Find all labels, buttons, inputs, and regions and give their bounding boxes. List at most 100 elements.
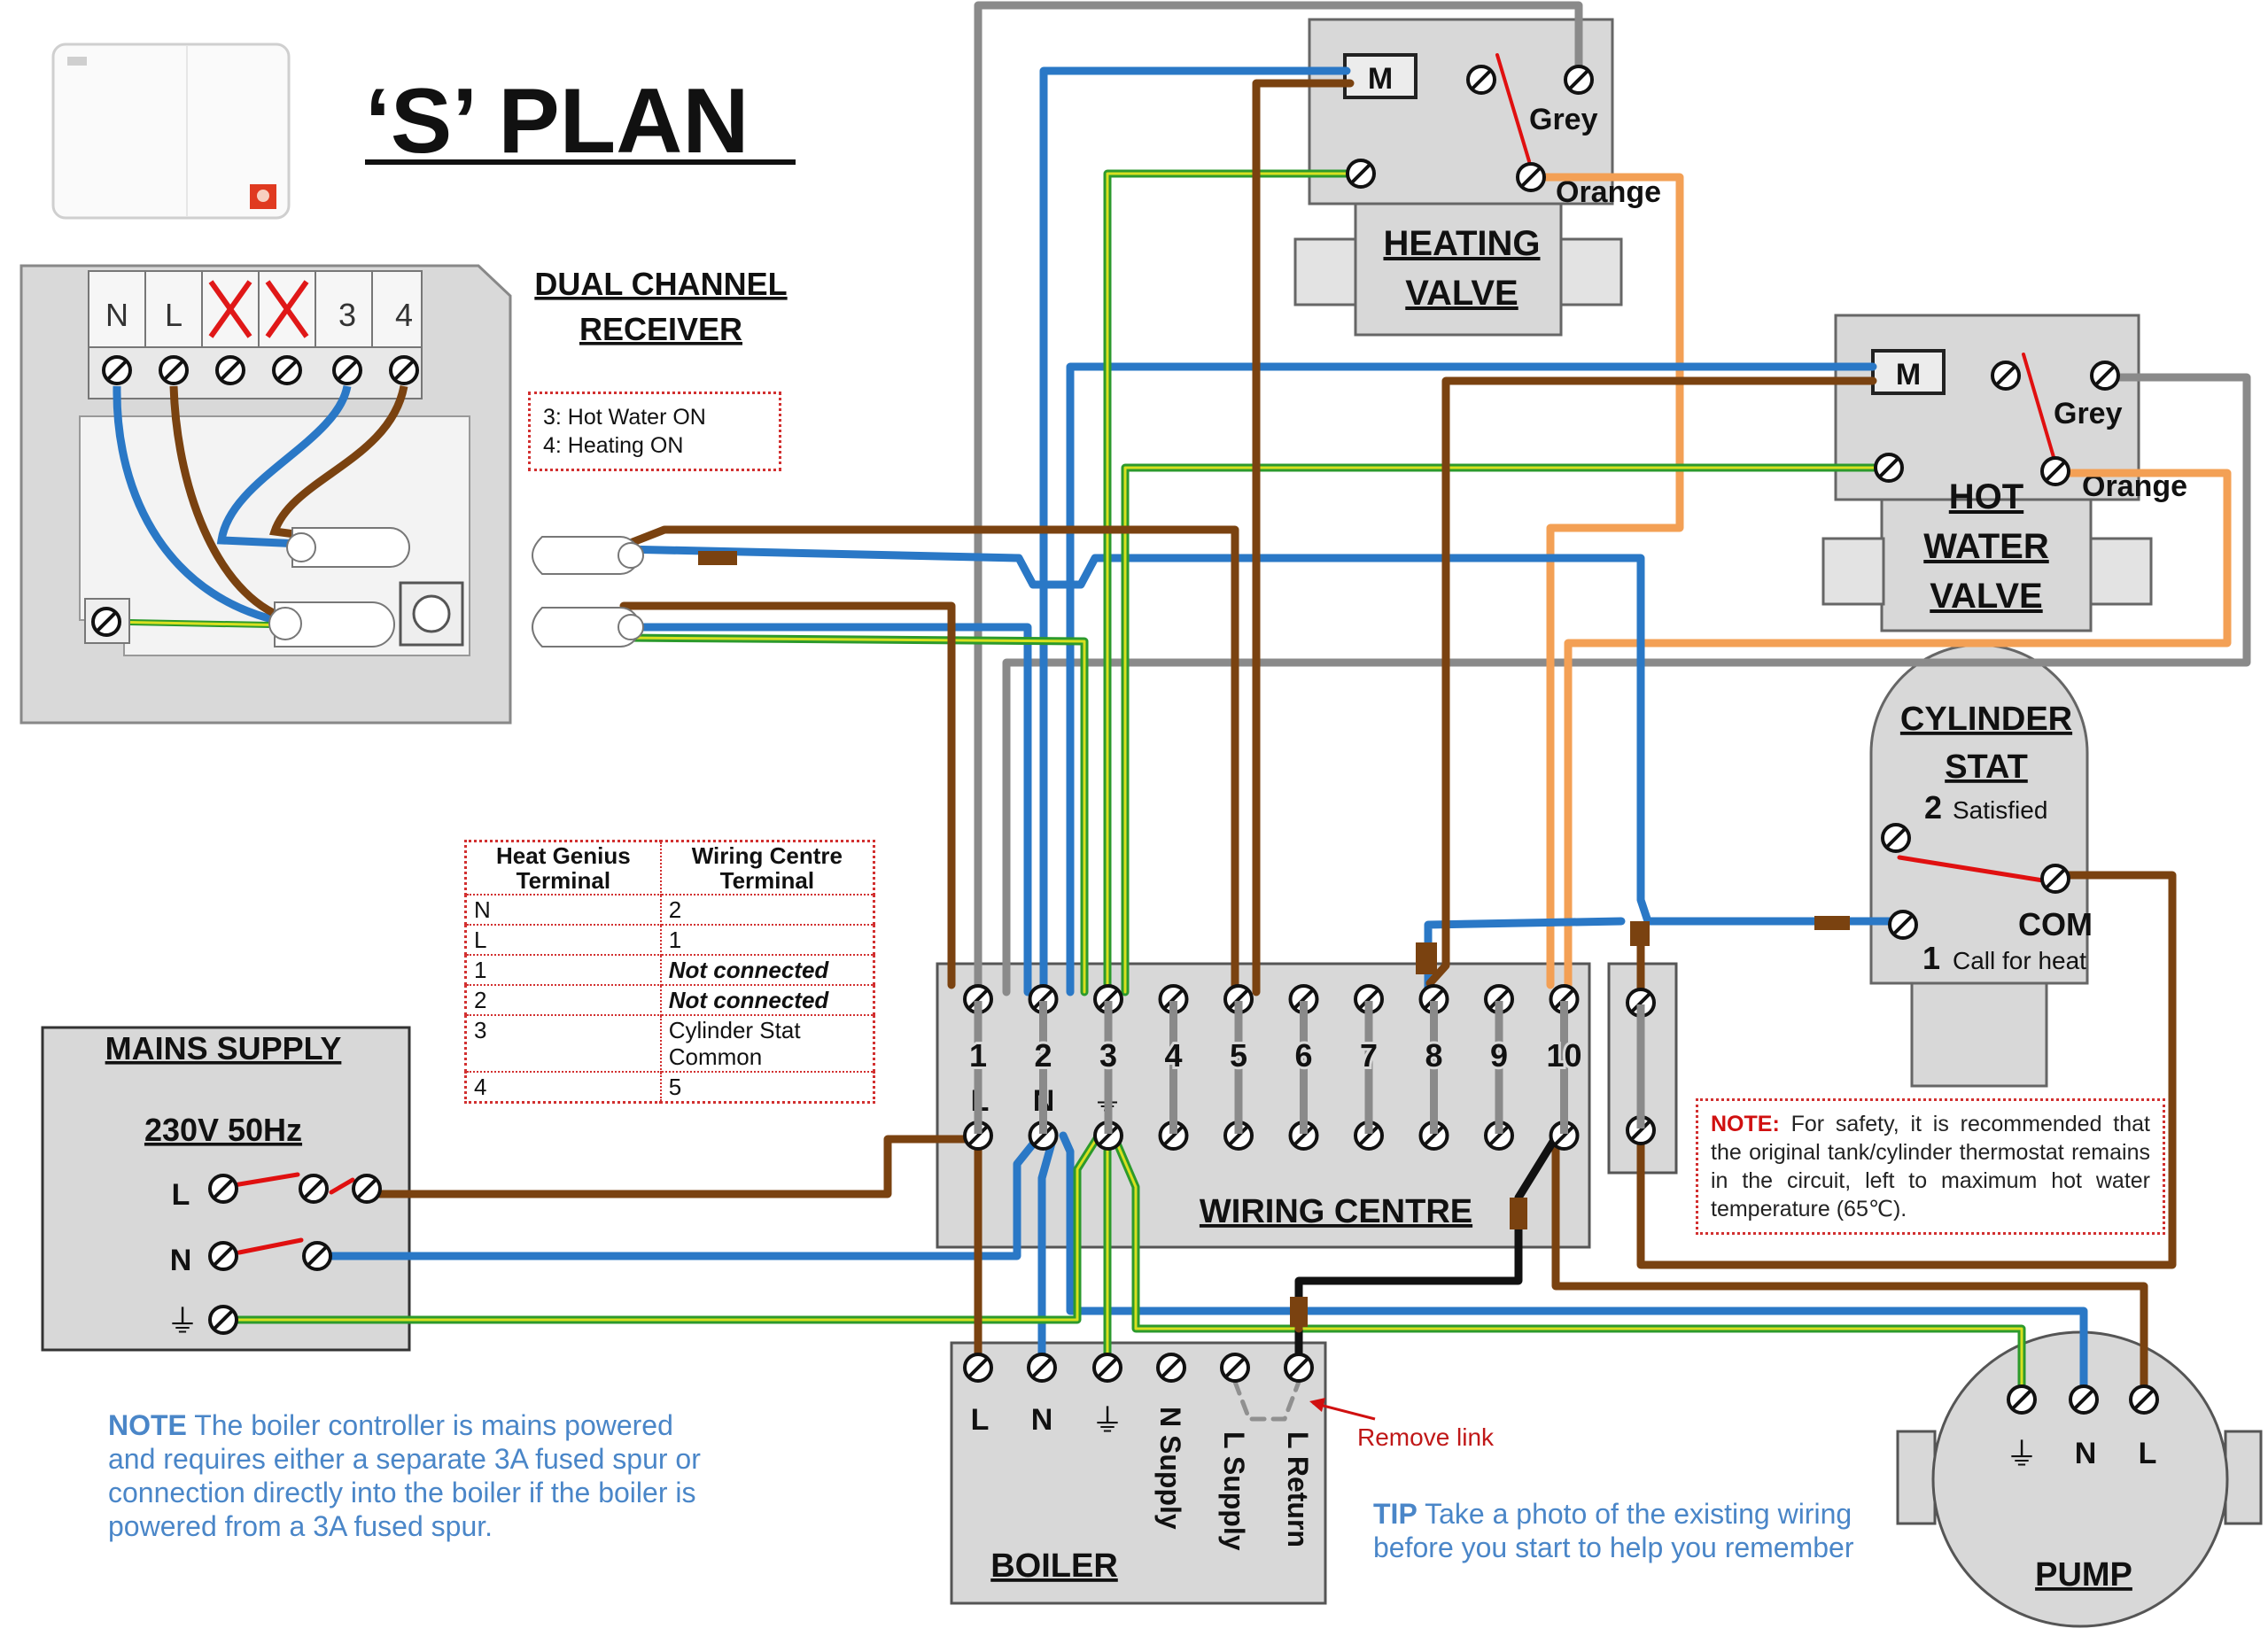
safety-note-heading: NOTE: — [1711, 1112, 1780, 1136]
table-cell: 1 — [659, 924, 875, 956]
wiring-centre-number-10: 10 — [1546, 1037, 1581, 1074]
wire-earth-hot-water — [1121, 463, 1891, 996]
table-cell: Cylinder Stat Common — [659, 1014, 875, 1073]
wiring-centre-links — [974, 1001, 1645, 1134]
wire-grey-hot-water — [1002, 373, 2251, 996]
wire-orange-heating — [1526, 173, 1684, 989]
receiver-terminal-n: N — [105, 297, 128, 333]
boiler-title: BOILER — [990, 1547, 1118, 1585]
table-cell: 4 — [464, 1071, 662, 1104]
wiring-centre-number-8: 8 — [1425, 1037, 1442, 1074]
pump-n-label: N — [2075, 1437, 2097, 1470]
wire-blue-pump-n — [1059, 1131, 2088, 1404]
receiver-note-line1: 3: Hot Water ON — [543, 405, 706, 430]
mains-l-red-link-2 — [329, 1177, 355, 1195]
wire-blue-receiver-2 — [619, 623, 1032, 996]
boiler-note-text: The boiler controller is mains powered a… — [108, 1409, 701, 1542]
boiler-l-return-label: L Return — [1282, 1431, 1314, 1547]
wire-grey-heating — [974, 1, 1583, 996]
table-cell: 2 — [659, 894, 875, 926]
boiler-n-label: N — [1031, 1403, 1053, 1437]
remove-link-arrowhead — [1309, 1398, 1325, 1412]
table-header-row: Heat Genius Terminal Wiring Centre Termi… — [464, 840, 875, 896]
controller-device — [51, 43, 291, 220]
hot-water-valve-title-line3: VALVE — [1930, 577, 2042, 616]
wire-brown-cyl-com — [1636, 871, 2177, 1269]
mains-n-red-link — [237, 1237, 304, 1255]
boiler-removable-link — [1232, 1379, 1301, 1422]
wiring-centre-number-5: 5 — [1230, 1037, 1247, 1074]
wiring-centre-number-6: 6 — [1294, 1037, 1312, 1074]
boiler-earth-label: ⏚ — [1091, 1402, 1123, 1438]
receiver-terminal-3: 3 — [338, 297, 356, 333]
heating-valve-title-line2: VALVE — [1405, 274, 1518, 313]
wires — [219, 1, 2251, 1422]
mains-l-label: L — [172, 1178, 190, 1212]
wire-brown-pump-l — [1551, 1133, 2148, 1404]
mains-voltage: 230V 50Hz — [144, 1112, 302, 1148]
table-header-heat-genius: Heat Genius Terminal — [464, 840, 662, 896]
wire-orange-hot-water — [1564, 469, 2232, 989]
mains-earth-label: ⏚ — [167, 1303, 198, 1339]
wire-blue-mains-n — [315, 1133, 1043, 1260]
tip-heading: TIP — [1373, 1498, 1418, 1530]
cylinder-stat — [1869, 643, 2089, 1088]
mains-l-red-link — [231, 1172, 300, 1188]
table-cell: Not connected — [659, 984, 875, 1016]
cylinder-stat-com-label: COM — [2018, 906, 2093, 942]
receiver-note-line2: 4: Heating ON — [543, 433, 684, 458]
receiver-title-line1: DUAL CHANNEL — [534, 266, 787, 302]
page-title: ‘S’ PLAN — [365, 70, 749, 173]
wiring-centre-title: WIRING CENTRE — [1200, 1193, 1472, 1230]
hot-water-valve-red-link — [2022, 353, 2055, 459]
wire-brown-hot-water — [1425, 376, 1877, 988]
receiver-terminal-1-cross-icon — [208, 280, 252, 338]
table-cell: N — [464, 894, 662, 926]
boiler-remove-link-label: Remove link — [1357, 1423, 1495, 1451]
cylinder-stat-red-link — [1897, 855, 2046, 883]
pump-title: PUMP — [2035, 1556, 2132, 1594]
mains-title: MAINS SUPPLY — [105, 1030, 342, 1066]
heating-valve-title-line1: HEATING — [1383, 224, 1540, 263]
wire-brown-receiver-l — [619, 525, 1239, 996]
table-cell: 3 — [464, 1014, 662, 1073]
wiring-centre-number-4: 4 — [1164, 1037, 1182, 1074]
hot-water-valve-motor-label: M — [1896, 358, 1921, 392]
wire-blue-hot-water — [1066, 362, 1877, 996]
terminal-mapping-table: Heat Genius Terminal Wiring Centre Termi… — [464, 840, 875, 1104]
cylinder-stat-terminal-2-number: 2 — [1924, 789, 1942, 826]
safety-note-text: For safety, it is recommended that the o… — [1711, 1112, 2150, 1221]
cylinder-stat-title-line2: STAT — [1945, 748, 2028, 786]
wire-brown-receiver-4 — [619, 601, 956, 989]
table-cell: 1 — [464, 954, 662, 986]
receiver-terminal-2-cross-icon — [265, 280, 309, 338]
wire-blue-heating — [1039, 66, 1351, 996]
tip-text: Take a photo of the existing wiring befo… — [1373, 1498, 1854, 1563]
wire-brown-mains-l — [362, 1135, 977, 1198]
hot-water-valve-title-line2: WATER — [1923, 527, 2049, 566]
dual-channel-receiver: N L 3 4 — [19, 264, 512, 725]
receiver-terminal-4: 4 — [395, 297, 413, 333]
wiring-centre-number-3: 3 — [1099, 1037, 1117, 1074]
boiler-controller-note: NOTE The boiler controller is mains powe… — [108, 1408, 711, 1543]
heating-valve-red-link — [1495, 53, 1531, 163]
pump-earth-label: ⏚ — [2006, 1436, 2038, 1472]
receiver-title-line2: RECEIVER — [579, 311, 742, 347]
cylinder-stat-terminal-2-label: Satisfied — [1953, 796, 2047, 824]
mains-n-label: N — [170, 1244, 192, 1277]
heating-valve-motor-label: M — [1368, 62, 1393, 96]
pump-l-label: L — [2139, 1437, 2157, 1470]
wiring-centre-number-1: 1 — [969, 1037, 987, 1074]
hot-water-valve-title-line1: HOT — [1949, 477, 2023, 516]
hot-water-valve-grey-label: Grey — [2054, 397, 2123, 430]
boiler-n-supply-label: N Supply — [1154, 1407, 1186, 1530]
wiring-centre-number-9: 9 — [1490, 1037, 1508, 1074]
safety-note: NOTE: For safety, it is recommended that… — [1696, 1098, 2165, 1235]
table-cell: Not connected — [659, 954, 875, 986]
